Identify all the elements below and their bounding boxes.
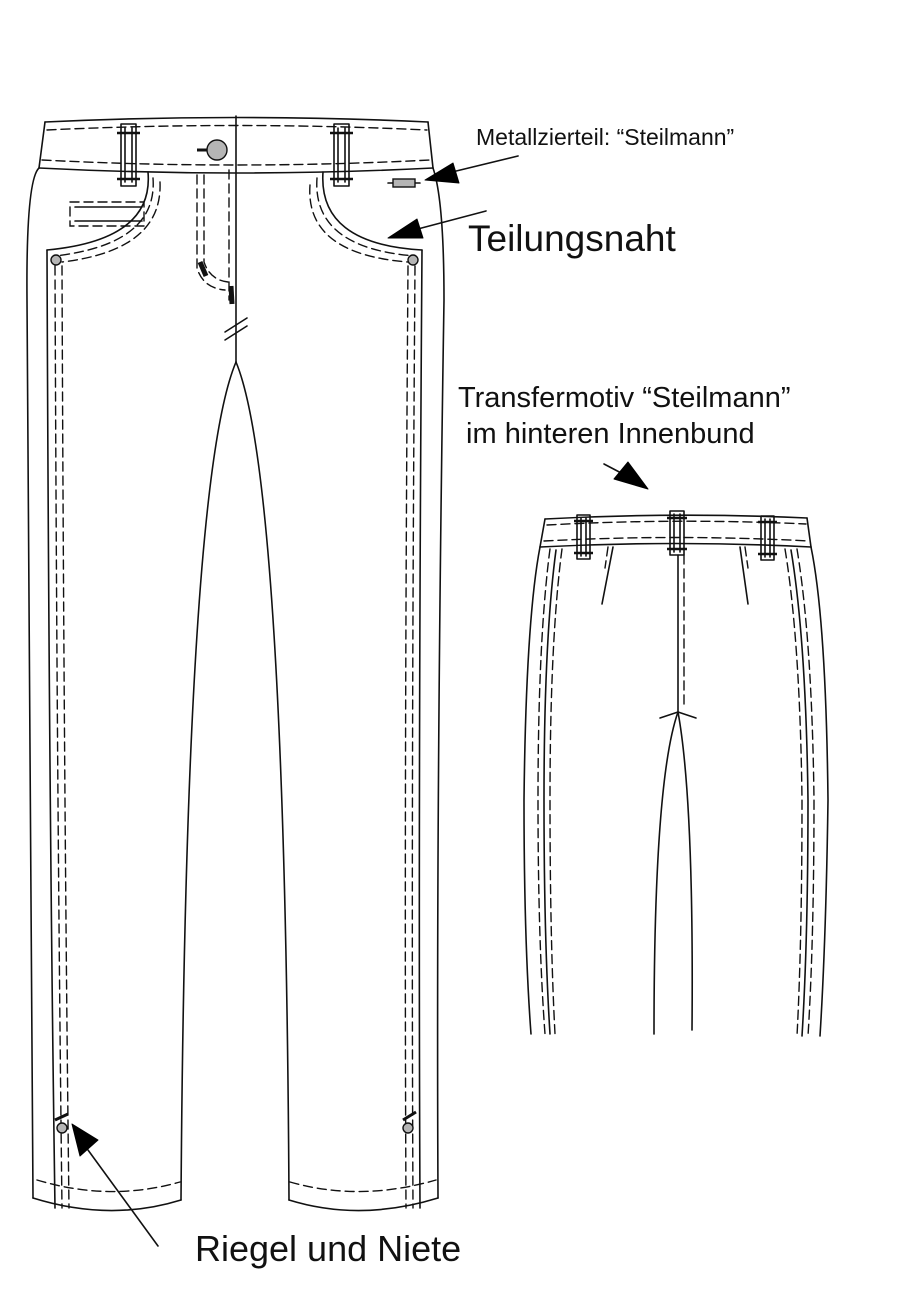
front-pocket-right xyxy=(309,171,423,263)
pocket-rivet-left xyxy=(50,254,62,266)
front-leg-right xyxy=(235,167,445,1212)
label-riegel-und-niete: Riegel und Niete xyxy=(195,1228,462,1269)
label-teilungsnaht: Teilungsnaht xyxy=(468,218,676,259)
arrow-transfermotiv xyxy=(603,461,649,490)
front-view xyxy=(26,115,445,1212)
arrow-teilungsnaht xyxy=(387,210,487,239)
front-belt-loop-left xyxy=(117,123,140,187)
label-transfermotiv-line2: im hinteren Innenbund xyxy=(458,418,755,450)
pocket-rivet-right xyxy=(407,254,419,266)
back-belt-loop-center xyxy=(667,510,687,556)
arrow-metallzierteil xyxy=(424,155,519,184)
back-belt-loop-left xyxy=(574,514,593,560)
front-leg-left xyxy=(26,167,237,1212)
front-button xyxy=(197,139,228,161)
label-transfermotiv: Transfermotiv “Steilmann” im hinteren In… xyxy=(458,380,791,452)
label-metallzierteil: Metallzierteil: “Steilmann” xyxy=(476,124,735,150)
arrow-riegel-und-niete xyxy=(71,1123,159,1247)
back-belt-loop-right xyxy=(758,515,777,561)
label-transfermotiv-line1: Transfermotiv “Steilmann” xyxy=(458,382,791,414)
front-pocket-left xyxy=(46,171,161,263)
hem-bartack-rivet-left xyxy=(54,1112,69,1134)
coin-pocket xyxy=(69,201,145,227)
front-fly xyxy=(196,115,248,363)
hem-bartack-rivet-right xyxy=(402,1110,417,1134)
front-belt-loop-right xyxy=(330,123,353,187)
metal-ornament xyxy=(387,178,421,188)
back-view xyxy=(523,510,829,1037)
